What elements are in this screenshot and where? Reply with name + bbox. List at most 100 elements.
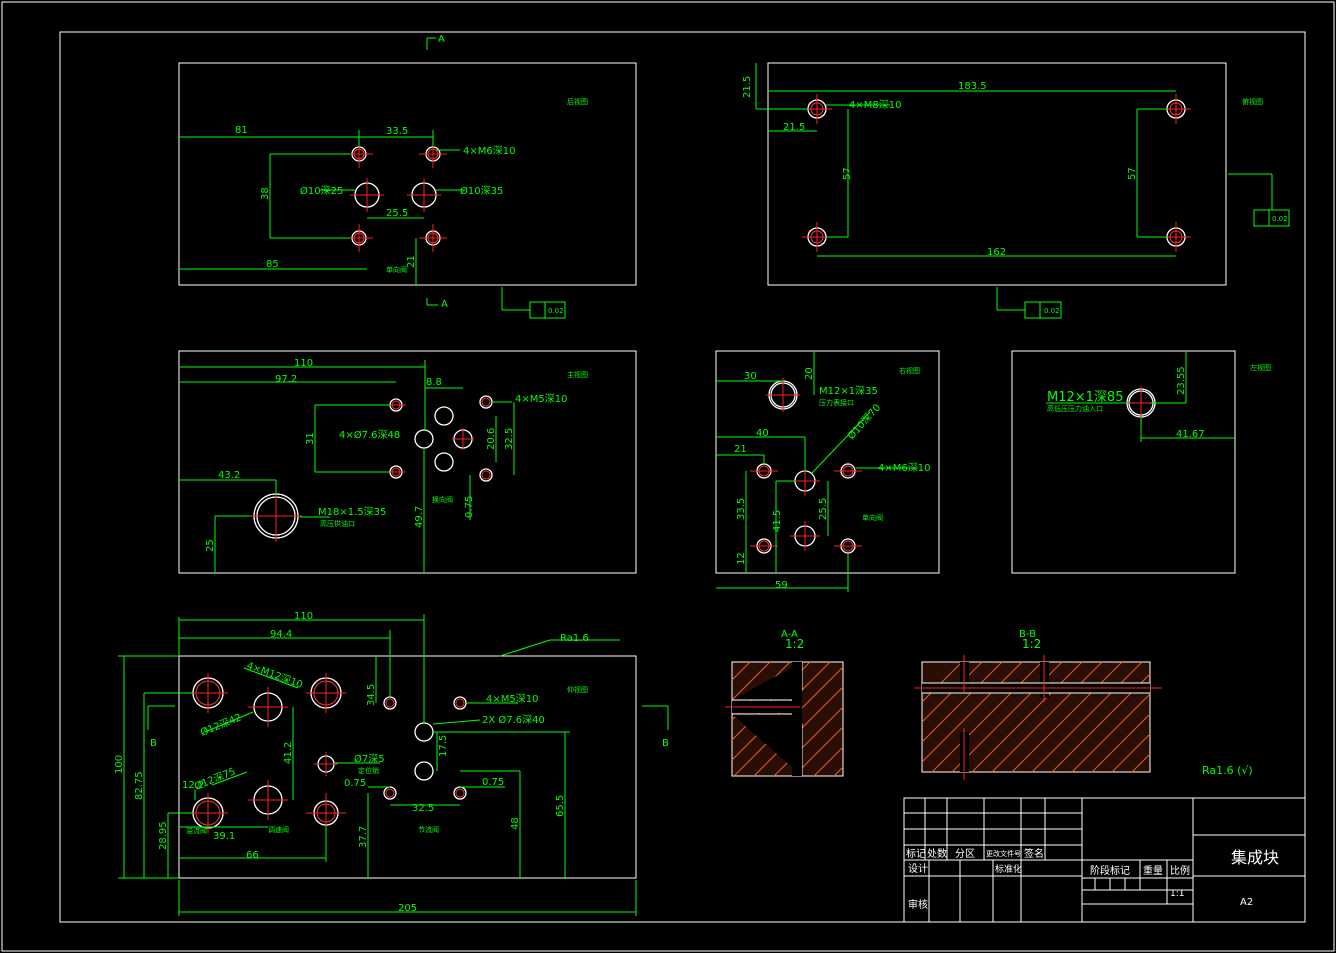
- section-scale: 1:2: [785, 637, 804, 651]
- callout-text: 定位销: [358, 766, 379, 775]
- callout-text: 4×M6深10: [878, 462, 930, 474]
- dim-text: 39.1: [213, 831, 235, 842]
- tb-mark: 标记: [906, 848, 926, 860]
- tb-standard: 标准化: [995, 863, 1022, 875]
- tb-ratio-value: 1:1: [1170, 889, 1184, 899]
- section-aa: A-A 1:2: [725, 629, 844, 777]
- dim-text: 28.95: [158, 821, 169, 850]
- dim-text: 23.55: [1176, 366, 1187, 395]
- dim-text: 0.75: [464, 496, 475, 518]
- callout-text: M18×1.5深35: [318, 506, 386, 518]
- section-title: A-A: [781, 629, 798, 640]
- roughness-text: Ra1.6: [560, 633, 589, 644]
- callout-text: 节流阀: [418, 825, 439, 834]
- dim-text: 66: [246, 850, 259, 861]
- callout-text: Ø12深42: [199, 711, 244, 738]
- dim-text: 41.2: [283, 742, 294, 764]
- callout-text: M12×1深85: [1047, 390, 1123, 405]
- dim-text: 43.2: [218, 470, 240, 481]
- dim-text: 33.5: [386, 126, 408, 137]
- dim-text: 49.7: [414, 506, 425, 528]
- tb-review: 审核: [908, 898, 928, 911]
- dim-text: 205: [398, 903, 417, 914]
- section-mark: B: [150, 738, 157, 749]
- flatness-value: 0.02: [1272, 215, 1288, 223]
- valve-label: 换向阀: [432, 495, 453, 504]
- callout-text: 4×M6深10: [463, 145, 515, 157]
- dim-text: 0.75: [344, 778, 366, 789]
- section-mark: A: [438, 34, 445, 45]
- dim-text: 162: [987, 247, 1006, 258]
- callout-text: Ø12深75: [193, 765, 238, 792]
- section-title: B-B: [1019, 629, 1036, 640]
- front-view-label: 主视图: [567, 370, 588, 379]
- dim-text: 21: [734, 444, 747, 455]
- dim-text: 59: [775, 580, 788, 591]
- dim-text: 20.6: [486, 428, 497, 450]
- dim-text: 8.8: [426, 377, 442, 388]
- callout-text: M12×1深35: [819, 385, 878, 397]
- callout-text: 高低压压力油入口: [1047, 404, 1103, 413]
- dim-text: 85: [266, 259, 279, 270]
- top-view: 俯视图 183.5 21.5 21.5 57 57 162 4×M8深10 0: [742, 62, 1290, 319]
- section-mark: B: [662, 738, 669, 749]
- tb-docno: 更改文件号: [986, 849, 1021, 858]
- front-view: 主视图 110 97.2 8.8 31 20.6: [178, 350, 637, 574]
- rear-view: 后视图 81 33.5 38 25.5 85 21: [178, 34, 637, 319]
- callout-text: Ø7深5: [354, 753, 385, 765]
- dim-text: 12.2: [182, 780, 204, 791]
- dim-text: 25.5: [818, 498, 829, 520]
- callout-text: 4×M8深10: [849, 99, 901, 111]
- tb-design: 设计: [908, 862, 928, 875]
- dim-text: 57: [842, 167, 853, 180]
- inner-frame: [59, 31, 1306, 923]
- valve-label: 单向阀: [386, 265, 407, 274]
- callout-text: 4×M5深10: [515, 393, 567, 405]
- callout-text: Ø10深25: [300, 185, 343, 197]
- valve-label: 单向阀: [862, 513, 883, 522]
- dim-text: 65.5: [555, 795, 566, 817]
- dim-text: 31: [305, 432, 316, 445]
- callout-text: 调速阀: [268, 825, 289, 834]
- drawing-title: 集成块: [1231, 848, 1279, 867]
- dim-text: 34.5: [366, 684, 377, 706]
- callout-text: Ø10深35: [460, 185, 503, 197]
- tb-stage: 阶段标记: [1090, 864, 1130, 877]
- dim-text: 21.5: [742, 76, 753, 98]
- tb-count: 处数: [927, 847, 947, 860]
- left-view: 左视图 23.55 41.67 M12×1深85 高低压压力油入口: [1011, 350, 1271, 574]
- callout-text: 4×Ø7.6深48: [339, 429, 400, 441]
- dim-text: 40: [756, 428, 769, 439]
- dim-text: 97.2: [275, 374, 297, 385]
- bottom-view: 仰视图: [114, 611, 669, 916]
- dim-text: 21: [406, 255, 417, 268]
- dim-text: 82.75: [134, 771, 145, 800]
- dim-text: 37.7: [358, 826, 369, 848]
- section-bb: B-B 1:2: [914, 629, 1162, 780]
- general-roughness: Ra1.6 (√): [1202, 764, 1253, 777]
- dim-text: 41.5: [772, 510, 783, 532]
- callout-text: Ø10深70: [845, 402, 883, 442]
- dim-text: 94.4: [270, 629, 292, 640]
- dim-text: 41.67: [1176, 429, 1205, 440]
- dim-text: 0.75: [482, 777, 504, 788]
- section-mark: A: [441, 299, 448, 310]
- rear-view-label: 后视图: [567, 97, 588, 106]
- dim-text: 33.5: [736, 498, 747, 520]
- sheet-size: A2: [1240, 897, 1253, 908]
- dim-text: 48: [510, 817, 521, 830]
- callout-text: 溢流阀: [186, 826, 207, 835]
- tb-zone: 分区: [955, 848, 975, 860]
- callout-text: 4×M12深10: [245, 660, 304, 691]
- dim-text: 57: [1127, 167, 1138, 180]
- tb-weight: 重量: [1143, 864, 1163, 877]
- callout-text: 2X Ø7.6深40: [482, 714, 545, 726]
- flatness-value: 0.02: [1044, 307, 1060, 315]
- callout-text: 4×M5深10: [486, 693, 538, 705]
- top-view-label: 俯视图: [1242, 97, 1263, 106]
- tb-sign: 签名: [1024, 847, 1044, 860]
- callout-text: 压力表接口: [819, 398, 854, 407]
- dim-text: 20: [804, 367, 815, 380]
